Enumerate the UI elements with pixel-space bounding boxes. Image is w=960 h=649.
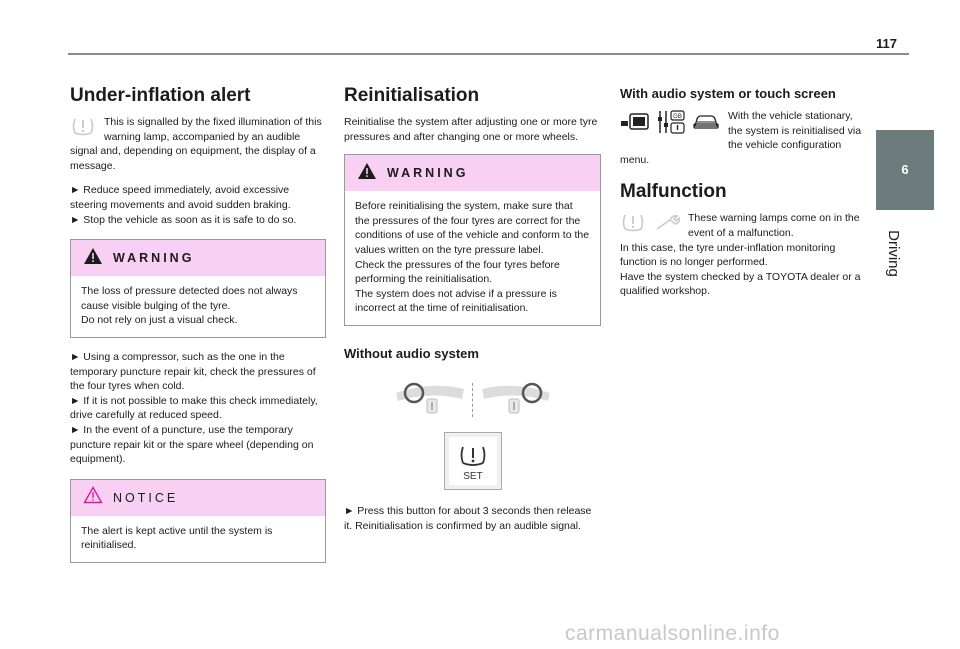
service-wrench-icon (654, 212, 682, 237)
notice-body: The alert is kept active until the syste… (71, 516, 325, 562)
intro-block: This is signalled by the fixed illuminat… (70, 115, 326, 173)
notice-box: NOTICE The alert is kept active until th… (70, 478, 326, 563)
warning-text: The loss of pressure detected does not a… (81, 285, 298, 327)
chapter-title: Driving (885, 225, 912, 285)
step-stop-vehicle: ► Stop the vehicle as soon as it is safe… (70, 213, 297, 226)
chapter-tab[interactable]: 6 (876, 130, 934, 210)
audio-text: With the vehicle stationary, the system … (620, 110, 862, 166)
malfunction-text: These warning lamps come on in the event… (620, 212, 861, 298)
section-title-malfunction: Malfunction (620, 181, 727, 203)
malfunction-block: These warning lamps come on in the event… (620, 211, 870, 299)
column-audio-malfunction: With audio system or touch screen GB Wit… (620, 80, 870, 299)
car-icon (692, 112, 720, 137)
audio-block: GB With the vehicle stationary, the syst… (620, 109, 870, 167)
warning-header-reinit: WARNING (345, 155, 600, 192)
audio-icons: GB (620, 109, 720, 140)
reinit-intro: Reinitialise the system after adjusting … (344, 116, 598, 143)
subtitle-without-audio: Without audio system (344, 345, 479, 361)
section-title-under-inflation: Under-inflation alert (70, 85, 251, 106)
step-puncture: ► In the event of a puncture, use the te… (70, 423, 314, 466)
tyre-pressure-icon: SET (460, 446, 485, 482)
step-reduce-speed: ► Reduce speed immediately, avoid excess… (70, 184, 291, 211)
section-title-reinitialisation: Reinitialisation (344, 85, 480, 106)
warning-body-reinit: Before reinitialising the system, make s… (345, 191, 600, 325)
set-button[interactable]: SET (443, 431, 502, 490)
chapter-title-text: Driving (884, 230, 902, 277)
divider-line (471, 383, 474, 418)
intro-text: This is signalled by the fixed illuminat… (70, 116, 322, 172)
screen-icon (620, 112, 650, 137)
tyre-warning-lamp-icon (620, 211, 646, 238)
page-number: 117 (876, 36, 897, 51)
warning-triangle-icon (357, 162, 377, 185)
notice-triangle-icon (83, 486, 103, 509)
warning-body: The loss of pressure detected does not a… (71, 276, 325, 337)
steering-wheel-right-icon (480, 379, 552, 422)
notice-header: NOTICE (71, 479, 325, 516)
set-label: SET (463, 471, 482, 482)
warning-box: WARNING The loss of pressure detected do… (70, 239, 326, 338)
notice-text: The alert is kept active until the syste… (81, 524, 273, 552)
warning-header: WARNING (71, 240, 325, 277)
warning-label: WARNING (113, 251, 195, 266)
column-under-inflation: Under-inflation alert This is signalled … (70, 80, 326, 575)
steering-wheel-left-icon (394, 379, 466, 422)
set-button-face: SET (448, 436, 497, 485)
warning-triangle-icon (83, 247, 103, 270)
column-reinitialisation: Reinitialisation Reinitialise the system… (344, 80, 601, 533)
warning-text-reinit: Before reinitialising the system, make s… (355, 200, 590, 315)
malfunction-icons (620, 211, 682, 238)
notice-label: NOTICE (113, 490, 179, 505)
tyre-pressure-warning-lamp-icon (70, 115, 96, 142)
top-rule (68, 53, 909, 55)
gb-label: GB (673, 114, 682, 120)
steering-wheel-illustration (344, 379, 601, 422)
warning-box-reinit: WARNING Before reinitialising the system… (344, 154, 601, 326)
warning-label-reinit: WARNING (387, 166, 469, 181)
settings-menu-icon: GB (656, 109, 686, 140)
watermark: carmanualsonline.info (565, 622, 780, 645)
step-press-button: ► Press this button for about 3 seconds … (344, 504, 592, 532)
step-compressor: ► Using a compressor, such as the one in… (70, 350, 316, 393)
subtitle-with-audio: With audio system or touch screen (620, 86, 836, 101)
step-drive-carefully: ► If it is not possible to make this che… (70, 394, 318, 422)
